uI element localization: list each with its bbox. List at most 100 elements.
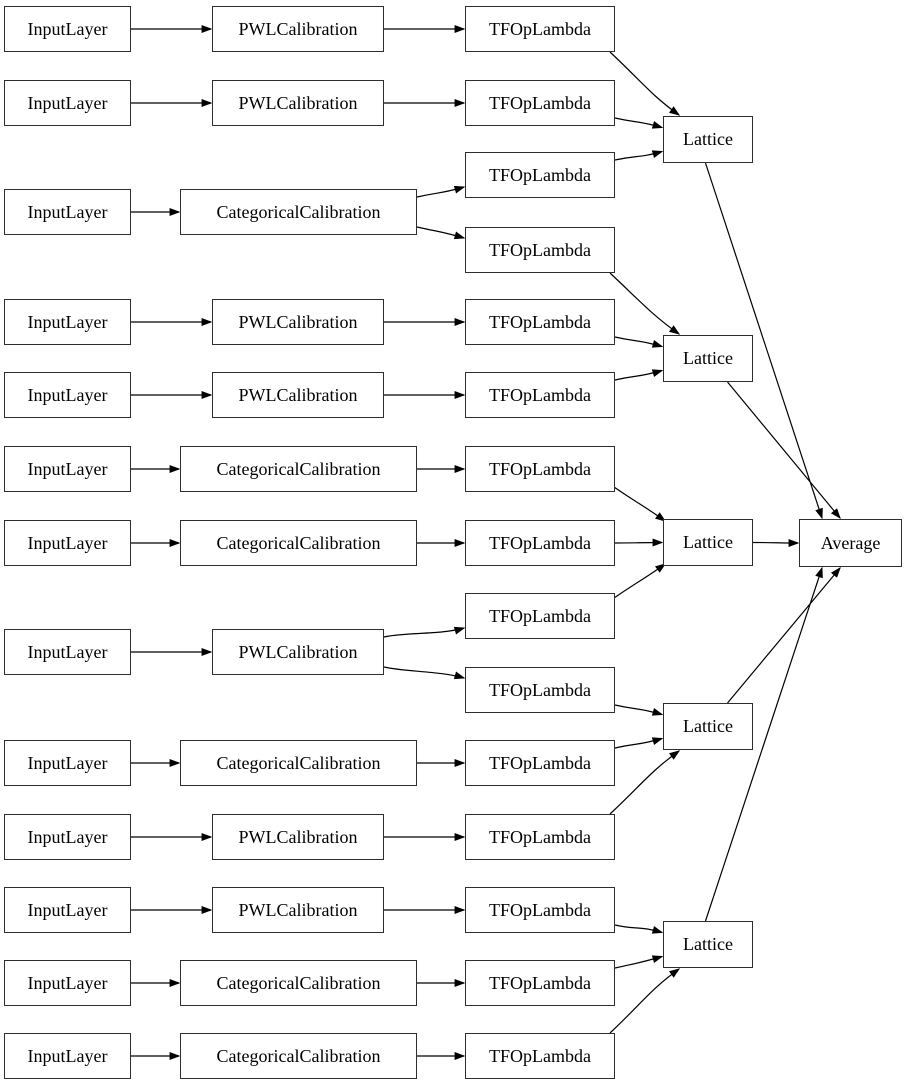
node-label-t8a: TFOpLambda: [489, 605, 591, 626]
node-pwl2: PWLCalibration: [212, 80, 384, 126]
node-t7: TFOpLambda: [465, 520, 615, 566]
node-in4: InputLayer: [4, 299, 131, 345]
edge-t2-to-lat1: [614, 117, 664, 129]
node-t11: TFOpLambda: [465, 887, 615, 933]
node-t3b: TFOpLambda: [465, 227, 615, 273]
edge-t5-to-lat2: [614, 369, 664, 381]
node-label-in11: InputLayer: [27, 899, 108, 920]
edge-t12-to-lat5: [614, 955, 664, 969]
node-t12: TFOpLambda: [465, 960, 615, 1006]
node-label-in2: InputLayer: [27, 92, 108, 113]
node-label-pwl8: PWLCalibration: [238, 641, 358, 662]
node-t6: TFOpLambda: [465, 446, 615, 492]
node-label-lat1: Lattice: [683, 129, 733, 149]
node-cat7: CategoricalCalibration: [180, 520, 417, 566]
node-pwl1: PWLCalibration: [212, 6, 384, 52]
edge-t3a-to-lat1: [614, 150, 664, 161]
node-label-lat4: Lattice: [683, 716, 733, 736]
node-label-in9: InputLayer: [27, 752, 108, 773]
node-t9: TFOpLambda: [465, 740, 615, 786]
node-label-pwl10: PWLCalibration: [238, 826, 358, 847]
edge-lat3-to-avg: [752, 539, 800, 547]
node-label-t12: TFOpLambda: [489, 972, 591, 993]
edge-lat1-to-avg: [704, 162, 823, 520]
node-label-pwl5: PWLCalibration: [238, 384, 358, 405]
node-lat5: Lattice: [663, 921, 753, 968]
node-label-pwl2: PWLCalibration: [238, 92, 358, 113]
node-pwl11: PWLCalibration: [212, 887, 384, 933]
edge-pwl8-to-t8a: [383, 626, 466, 638]
node-in11: InputLayer: [4, 887, 131, 933]
node-label-lat2: Lattice: [683, 348, 733, 368]
node-t1: TFOpLambda: [465, 6, 615, 52]
node-label-pwl11: PWLCalibration: [238, 899, 358, 920]
node-label-in4: InputLayer: [27, 311, 108, 332]
node-label-cat3: CategoricalCalibration: [216, 201, 381, 222]
node-lat3: Lattice: [663, 519, 753, 566]
node-label-in5: InputLayer: [27, 384, 108, 405]
node-label-t5: TFOpLambda: [489, 384, 591, 405]
node-t2: TFOpLambda: [465, 80, 615, 126]
node-label-t11: TFOpLambda: [489, 899, 591, 920]
node-label-in12: InputLayer: [27, 972, 108, 993]
node-in8: InputLayer: [4, 629, 131, 675]
node-avg: Average: [799, 519, 902, 567]
edge-t6-to-lat3: [613, 486, 667, 522]
node-cat13: CategoricalCalibration: [180, 1033, 417, 1079]
node-label-lat3: Lattice: [683, 532, 733, 552]
node-label-t10: TFOpLambda: [489, 826, 591, 847]
node-label-t1: TFOpLambda: [489, 18, 591, 39]
edge-t1-to-lat1: [609, 51, 681, 116]
edge-t3b-to-lat2: [609, 272, 681, 335]
node-label-t3b: TFOpLambda: [489, 239, 591, 260]
node-t13: TFOpLambda: [465, 1033, 615, 1079]
node-pwl5: PWLCalibration: [212, 372, 384, 418]
edge-t8b-to-lat4: [614, 704, 664, 716]
node-in6: InputLayer: [4, 446, 131, 492]
node-pwl4: PWLCalibration: [212, 299, 384, 345]
edge-cat3-to-t3a: [416, 185, 466, 198]
node-label-in7: InputLayer: [27, 532, 108, 553]
edge-t7-to-lat3: [614, 538, 664, 547]
node-t5: TFOpLambda: [465, 372, 615, 418]
node-t8b: TFOpLambda: [465, 667, 615, 713]
edge-t9-to-lat4: [614, 737, 664, 749]
node-in2: InputLayer: [4, 80, 131, 126]
node-in1: InputLayer: [4, 6, 131, 52]
node-cat3: CategoricalCalibration: [180, 189, 417, 235]
edge-lat2-to-avg: [727, 381, 841, 520]
node-label-in8: InputLayer: [27, 641, 108, 662]
node-cat9: CategoricalCalibration: [180, 740, 417, 786]
node-label-avg: Average: [820, 532, 881, 553]
node-label-lat5: Lattice: [683, 934, 733, 954]
node-t4: TFOpLambda: [465, 299, 615, 345]
node-in7: InputLayer: [4, 520, 131, 566]
node-label-cat6: CategoricalCalibration: [216, 458, 381, 479]
node-label-cat9: CategoricalCalibration: [216, 752, 381, 773]
node-label-in6: InputLayer: [27, 458, 108, 479]
node-in9: InputLayer: [4, 740, 131, 786]
edge-t13-to-lat5: [609, 968, 681, 1034]
node-cat12: CategoricalCalibration: [180, 960, 417, 1006]
node-label-pwl1: PWLCalibration: [238, 18, 358, 39]
node-t3a: TFOpLambda: [465, 152, 615, 198]
node-pwl10: PWLCalibration: [212, 814, 384, 860]
edge-t10-to-lat4: [609, 750, 681, 815]
node-in13: InputLayer: [4, 1033, 131, 1079]
node-in10: InputLayer: [4, 814, 131, 860]
node-label-cat12: CategoricalCalibration: [216, 972, 381, 993]
edge-lat5-to-avg: [704, 566, 823, 922]
node-pwl8: PWLCalibration: [212, 629, 384, 675]
edge-t8a-to-lat3: [613, 563, 667, 599]
node-cat6: CategoricalCalibration: [180, 446, 417, 492]
node-in5: InputLayer: [4, 372, 131, 418]
node-t8a: TFOpLambda: [465, 593, 615, 639]
node-lat2: Lattice: [663, 335, 753, 382]
node-label-t4: TFOpLambda: [489, 311, 591, 332]
edge-cat3-to-t3b: [416, 226, 466, 240]
node-label-t8b: TFOpLambda: [489, 679, 591, 700]
node-label-in1: InputLayer: [27, 18, 108, 39]
node-label-t6: TFOpLambda: [489, 458, 591, 479]
